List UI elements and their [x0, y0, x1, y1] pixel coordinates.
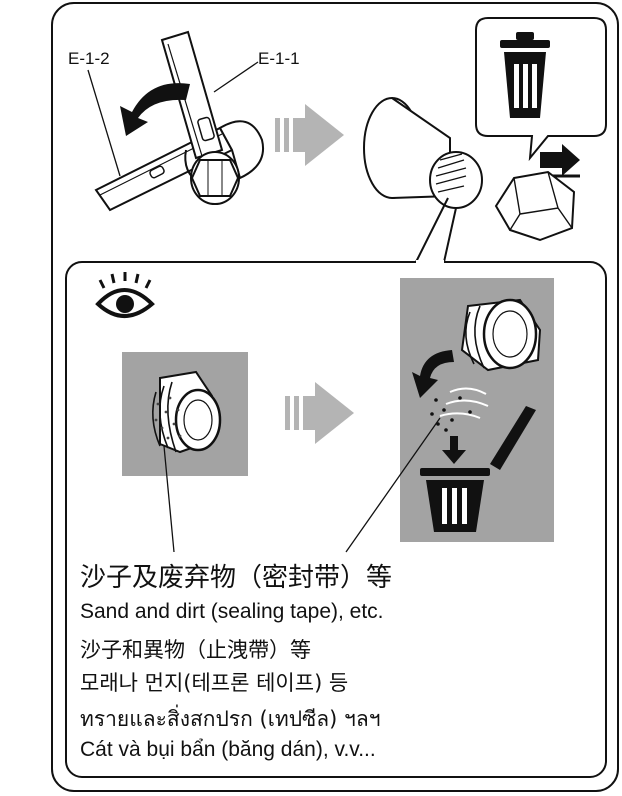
hex-cap-icon: [494, 170, 576, 242]
caption-english: Sand and dirt (sealing tape), etc.: [80, 600, 384, 623]
trash-can-icon: [500, 32, 550, 118]
leader-line: [163, 445, 175, 553]
arrow-right-icon: [540, 144, 580, 176]
threaded-pipe-icon: [152, 370, 222, 454]
arrow-right-icon: [285, 382, 354, 444]
label-e-1-2: E-1-2: [68, 49, 110, 68]
leader-line: [87, 69, 121, 177]
caption-korean: 모래나 먼지(테프론 테이프) 등: [80, 671, 349, 695]
threaded-pipe-icon: [363, 97, 483, 209]
threaded-pipe-icon: [460, 298, 542, 372]
caption-chinese-traditional: 沙子和異物（止洩帶）等: [80, 638, 311, 662]
arrow-down-icon: [442, 436, 466, 464]
trash-lid-icon: [490, 406, 536, 470]
rotate-arrow-icon: [120, 83, 190, 136]
caption-thai: ทรายและสิ่งสกปรก (เทปซีล) ฯลฯ: [80, 707, 381, 731]
leader-line: [345, 417, 441, 553]
leader-line: [213, 61, 259, 93]
hex-cap-icon: [190, 151, 240, 205]
arrow-right-icon: [275, 104, 344, 166]
zoom-connector: [415, 197, 457, 263]
debris-particles: [430, 387, 489, 432]
label-e-1-1: E-1-1: [258, 49, 300, 68]
rotate-arrow-icon: [412, 350, 454, 398]
caption-chinese-simplified: 沙子及废弃物（密封带）等: [80, 563, 393, 593]
trash-can-icon: [420, 468, 490, 532]
caption-vietnamese: Cát và bụi bẩn (băng dán), v.v...: [80, 738, 376, 761]
eye-icon: [95, 272, 155, 318]
